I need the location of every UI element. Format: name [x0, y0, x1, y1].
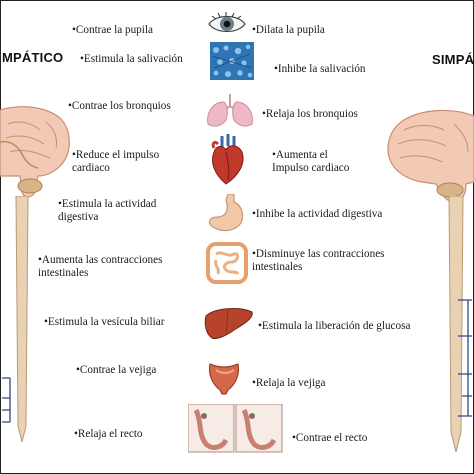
liver-icon: [204, 306, 254, 342]
right-title: SIMPÁ: [432, 52, 474, 67]
right-label-intestines: •Disminuye las contracciones intestinale…: [252, 248, 385, 273]
right-label-rectum: •Contrae el recto: [292, 432, 368, 444]
right-label-saliva: •Inhibe la salivación: [274, 63, 366, 75]
left-brain-illustration: [0, 102, 72, 202]
rectum-icon: [188, 404, 284, 454]
right-spinal-cord: [445, 196, 467, 456]
right-label-bladder: •Relaja la vejiga: [252, 377, 326, 389]
right-label-heart: •Aumenta el Impulso cardiaco: [272, 149, 350, 174]
right-brain-illustration: [384, 106, 474, 206]
left-label-digestive: •Estimula la actividad digestiva: [58, 198, 157, 223]
salivary-gland-icon: [210, 42, 254, 80]
right-nerve-bracket: [456, 296, 474, 426]
lungs-icon: [204, 92, 256, 128]
left-spinal-cord: [12, 196, 32, 444]
left-title: MPÁTICO: [2, 50, 64, 65]
left-label-intestines: •Aumenta las contracciones intestinales: [38, 254, 163, 279]
left-label-heart: •Reduce el impulso cardiaco: [72, 149, 160, 174]
stomach-icon: [206, 194, 248, 234]
right-label-bronchi: •Relaja los bronquios: [262, 108, 358, 120]
left-label-bladder: •Contrae la vejiga: [76, 364, 157, 376]
left-label-pupil: •Contrae la pupila: [72, 24, 153, 36]
bladder-icon: [206, 360, 242, 396]
heart-icon: [208, 134, 248, 186]
left-label-bronchi: •Contrae los bronquios: [68, 100, 171, 112]
right-label-digestive: •Inhibe la actividad digestiva: [252, 208, 383, 220]
intestines-icon: [206, 242, 248, 284]
right-label-pupil: •Dilata la pupila: [252, 24, 325, 36]
left-label-saliva: •Estimula la salivación: [80, 53, 183, 65]
left-label-gallbladder: •Estimula la vesícula biliar: [44, 316, 165, 328]
left-label-rectum: •Relaja el recto: [74, 428, 143, 440]
left-nerve-bracket: [0, 376, 18, 426]
right-label-glucose: •Estimula la liberación de glucosa: [258, 320, 411, 332]
eye-icon: [208, 12, 246, 36]
